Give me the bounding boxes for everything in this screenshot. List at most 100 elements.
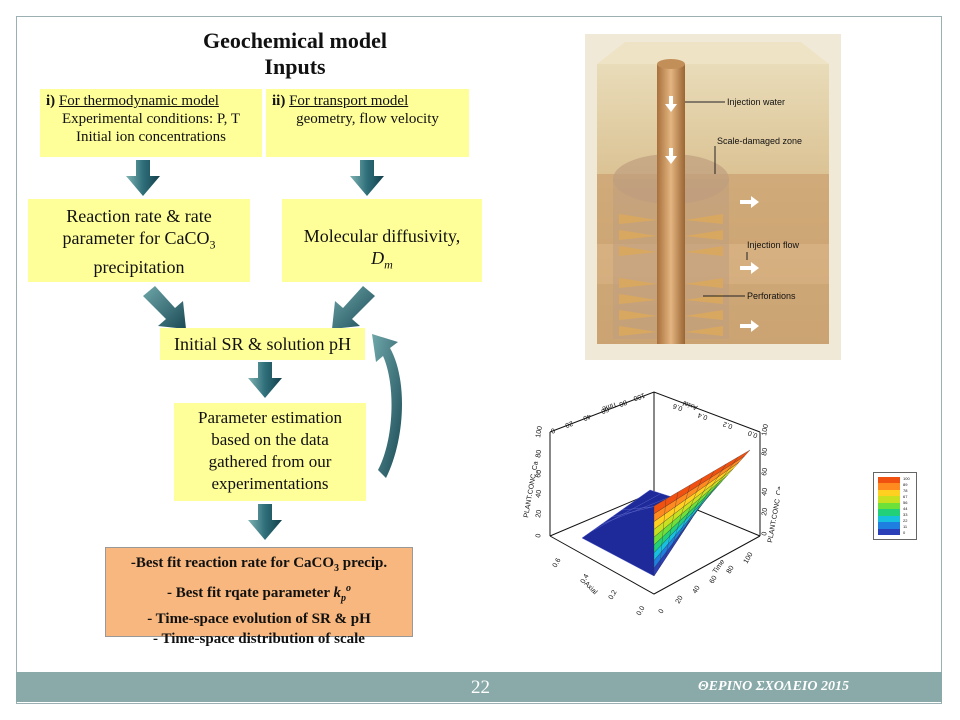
z-tick-right: 100 [761,424,770,437]
label-injection-water: Injection water [727,97,785,107]
title-line-2: Inputs [264,54,326,79]
surface-grid-line [694,456,739,515]
legend-value: 100 [903,476,910,481]
surface-grid-line [671,484,691,550]
z-tick-right: 80 [761,447,769,456]
page-number: 22 [471,677,490,698]
results-line-3: - Time-space evolution of SR & pH [147,611,371,627]
legend-value: 22 [903,518,908,523]
top-time-tick: 20 [564,419,574,428]
surface-band [653,449,751,515]
legend-swatch [878,528,900,535]
diffusivity-symbol: D [371,248,385,268]
footer-title: ΘΕΡΙΝΟ ΣΧΟΛΕΙΟ 2015 [698,679,849,694]
thermo-line-2: Experimental conditions: P, T [61,111,241,127]
label-scale-zone: Scale-damaged zone [717,136,802,146]
well-diagram: Injection water Scale-damaged zone Injec… [585,34,841,360]
results-line-1: -Best fit reaction rate for CaCO [130,555,335,571]
parameter-line-1: Parameter estimation [198,408,342,427]
transport-line-2: geometry, flow velocity [296,111,439,127]
axial-tick: 0.2 [608,589,619,601]
thermo-line-3: Initial ion concentrations [76,129,226,145]
surface-wall [653,449,751,577]
top-time-label: Time [601,400,618,412]
transport-label: For transport model [289,93,409,109]
legend-swatch [878,522,900,529]
axial-tick: 0.0 [636,605,647,617]
surface-grid-line [682,470,715,533]
parameter-estimation-box: Parameter estimation based on the data g… [174,403,366,501]
results-k-sup: o [345,583,351,594]
title-line-1: Geochemical model [203,28,387,53]
top-axial-tick: 0.2 [722,420,734,430]
transport-prefix: ii) [272,93,286,109]
legend-value: 11 [903,524,908,529]
thermo-prefix: i) [46,93,56,109]
surface-grid-line [665,491,679,559]
thermo-label: For thermodynamic model [58,93,219,109]
time-tick: 100 [743,551,755,565]
legend-value: 0 [903,530,906,535]
z-tick-left: 80 [535,449,543,458]
results-k: k [333,585,341,601]
top-axial-tick: 0.4 [697,411,709,421]
results-k-sub: p [340,593,346,604]
diffusivity-box: Molecular diffusivity, Dm [282,199,482,282]
slide-title: Geochemical model Inputs [170,28,420,80]
legend-swatch [878,496,900,503]
z-tick-left: 60 [535,469,543,478]
z-tick-right: 20 [761,507,769,516]
axial-tick: 0.6 [552,557,563,569]
transport-input-box: ii) For transport model geometry, flow v… [266,89,469,157]
top-axial-tick: 0.6 [672,402,684,412]
diffusivity-sub: m [384,257,393,272]
z-tick-right: 40 [761,487,769,496]
results-box: -Best fit reaction rate for CaCO3 precip… [105,547,413,647]
surface-band [653,456,745,522]
time-tick: 40 [692,585,702,595]
reaction-line-1: Reaction rate & rate [66,206,212,226]
axial-label: Axial [583,580,599,596]
z-tick-left: 100 [535,426,544,439]
footer-bar: 22 ΘΕΡΙΝΟ ΣΧΟΛΕΙΟ 2015 [16,672,942,702]
reaction-line-3: precipitation [93,256,185,277]
parameter-line-4: experimentations [211,474,329,493]
results-line-2: - Best fit rqate parameter [167,585,334,601]
zlabel-right: PLANT.CONC_Ca [767,486,780,544]
results-line-1-end: precip. [339,555,388,571]
top-time-tick: 80 [618,398,628,407]
results-line-4: - Time-space distribution of scale [153,631,365,647]
top-time-tick: 60 [600,405,610,414]
legend-value: 89 [903,482,908,487]
legend-value: 67 [903,494,908,499]
top-axial-label: Axial [682,399,699,411]
time-tick: 80 [726,565,736,575]
top-time-tick: 0 [550,426,556,434]
arrow-transport-down [350,160,384,196]
legend-value: 78 [903,488,908,493]
parameter-line-2: based on the data [211,430,329,449]
top-time-tick: 40 [582,412,592,421]
reaction-sub: 3 [209,237,216,252]
z-tick-left: 0 [535,533,543,538]
arrow-thermo-down [126,160,160,196]
legend-swatch [878,502,900,510]
surface-grid-line [676,477,703,542]
legend-swatch [878,477,900,484]
axial-tick: 0.4 [580,573,591,585]
legend-swatch [878,489,900,497]
z-tick-left: 20 [535,509,543,518]
thermo-input-box: i) For thermodynamic model Experimental … [40,89,262,157]
label-injection-flow: Injection flow [747,240,800,250]
reaction-line-2: parameter for CaCO [62,228,210,248]
reaction-rate-box: Reaction rate & rate parameter for CaCO3… [28,199,250,282]
legend-swatch [878,509,900,516]
surface-grid-line [688,463,727,524]
z-tick-left: 40 [535,489,543,498]
legend-swatch [878,515,900,523]
feedback-arrow [372,334,402,478]
arrow-diffusivity-diag [332,286,375,329]
legend-swatch [878,483,900,490]
